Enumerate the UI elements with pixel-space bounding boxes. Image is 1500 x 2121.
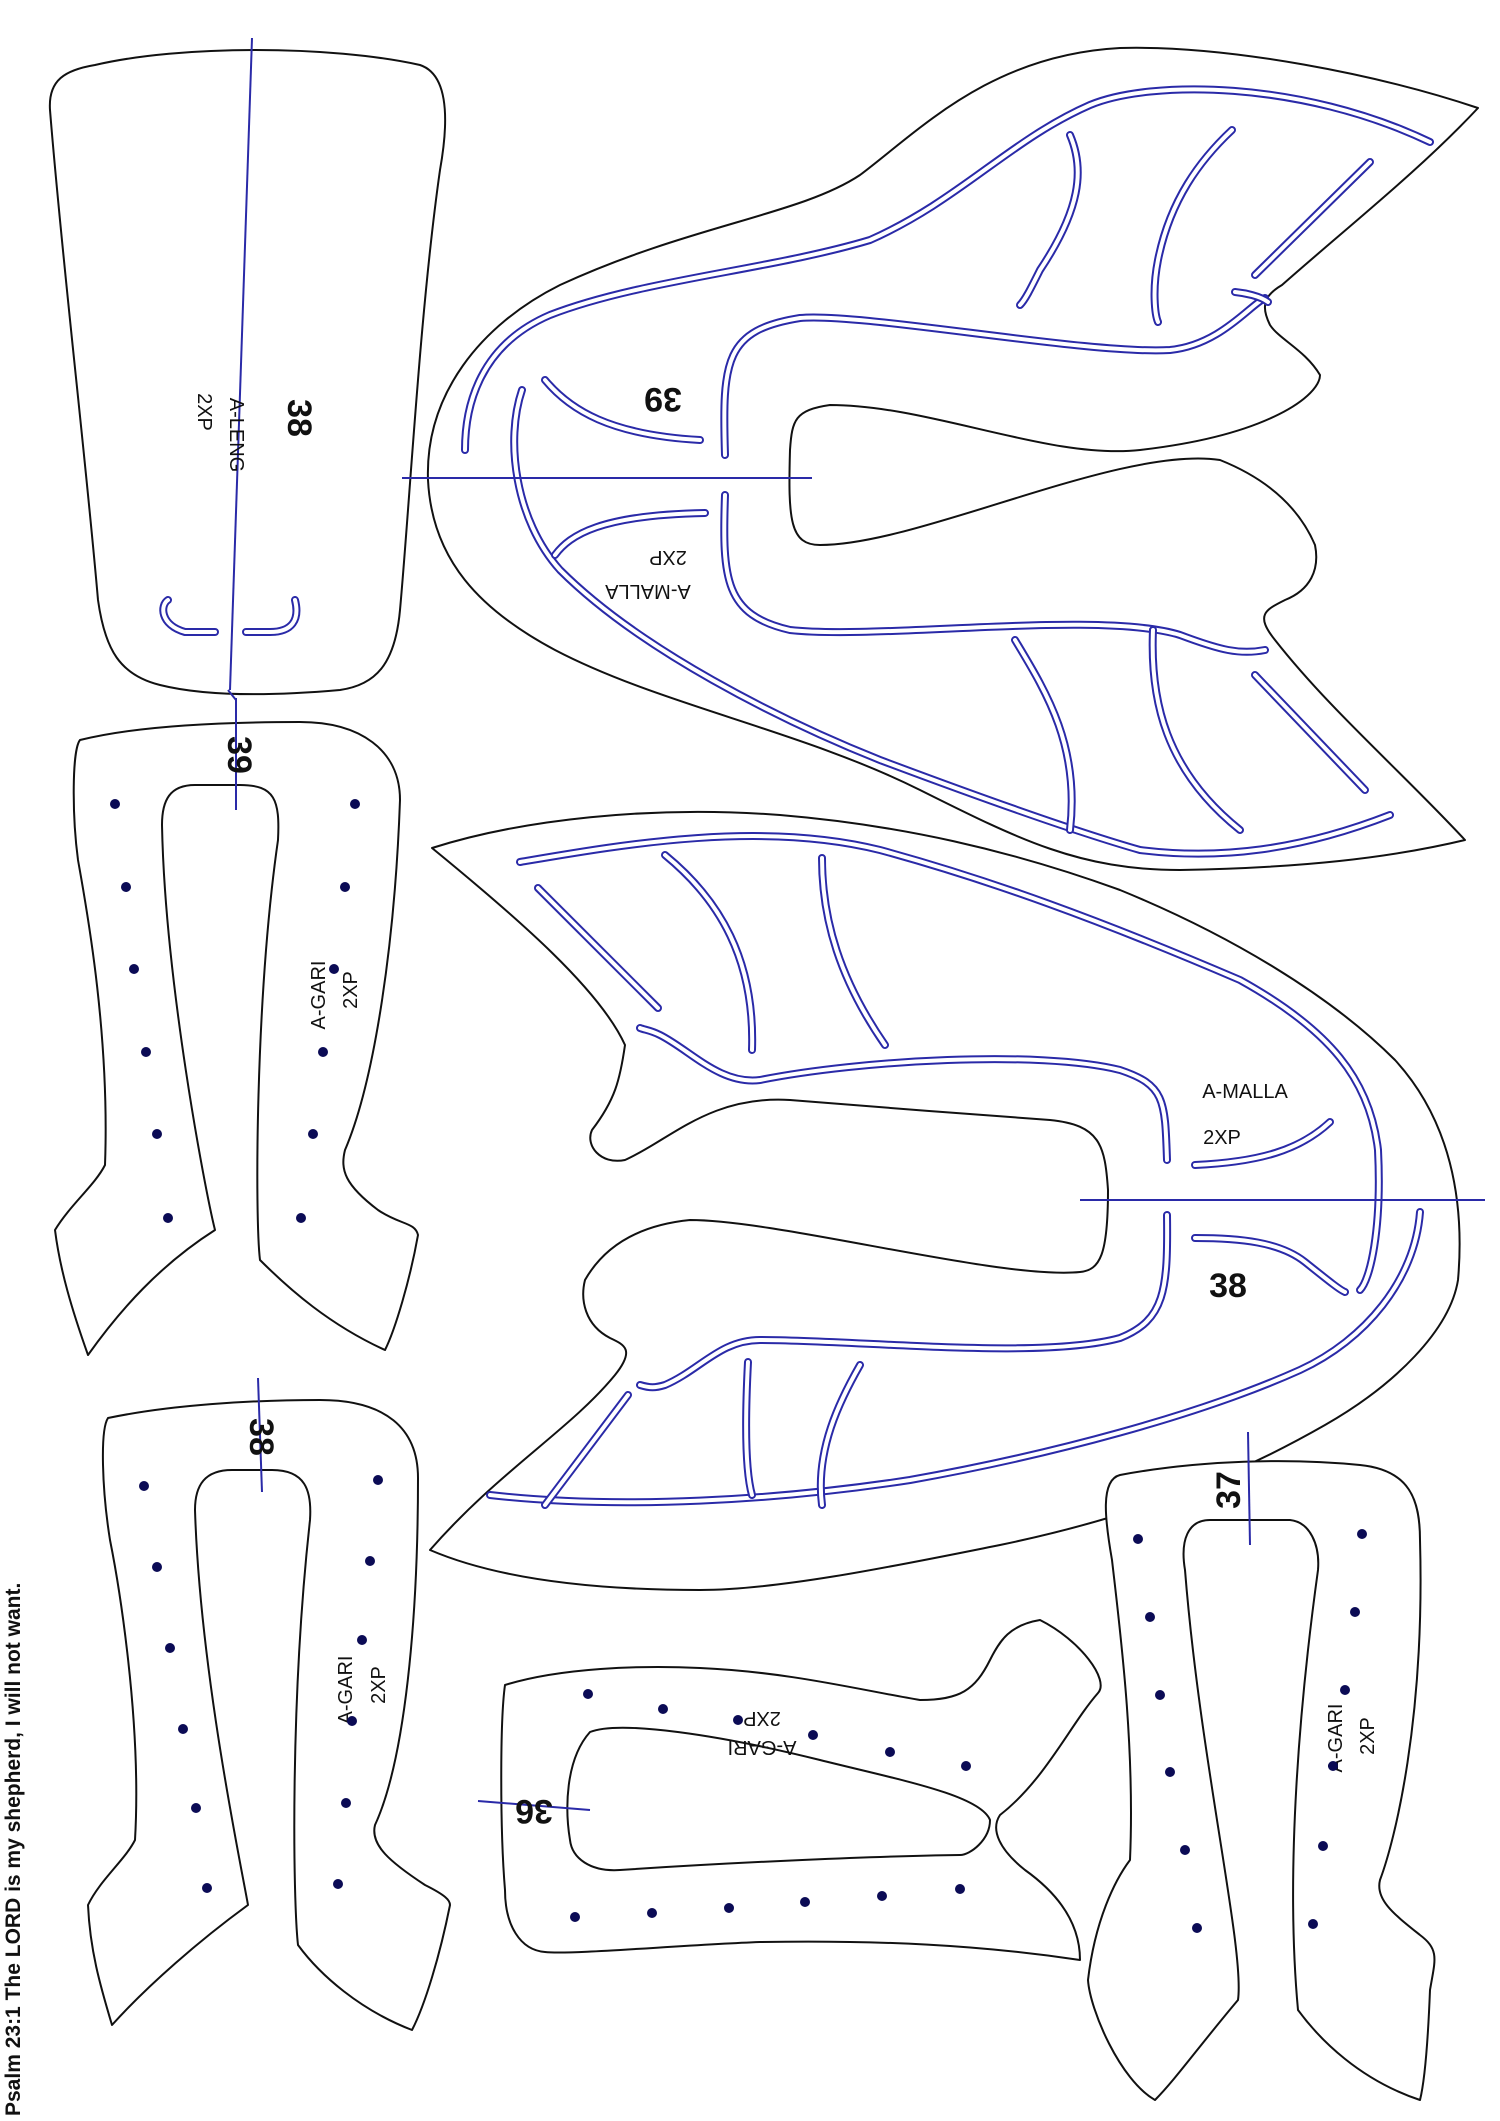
lacing-hole [1192,1923,1202,1933]
piece-number: 39 [644,380,682,418]
lacing-hole [110,799,120,809]
piece-qty: 2XP [368,1666,390,1704]
lacing-hole [191,1803,201,1813]
piece-upper-malla: 39 A-MALLA 2XP [402,46,1479,871]
lacing-hole [163,1213,173,1223]
lacing-hole [1340,1685,1350,1695]
lacing-hole [365,1556,375,1566]
lacing-hole [178,1724,188,1734]
piece-gari-38-outline [87,1399,451,2031]
piece-name: A-LENG [225,398,247,472]
piece-lower-malla-outline [429,810,1461,1591]
lacing-hole [141,1047,151,1057]
piece-gari-37-outline [1087,1460,1436,2101]
lacing-hole [658,1704,668,1714]
lacing-hole [1155,1690,1165,1700]
lacing-hole [808,1730,818,1740]
piece-qty: 2XP [743,1707,781,1729]
lacing-hole [152,1129,162,1139]
lacing-hole [152,1562,162,1572]
lacing-hole [347,1716,357,1726]
piece-name: A-GARI [308,961,330,1030]
piece-number: 36 [515,1792,553,1830]
piece-qty: 2XP [1203,1127,1241,1149]
lacing-hole [877,1891,887,1901]
lacing-hole [1145,1612,1155,1622]
lacing-hole [961,1761,971,1771]
piece-name: A-GARI [728,1736,797,1758]
lacing-hole [1133,1534,1143,1544]
piece-gari-37: 37 A-GARI 2XP [1087,1431,1436,2101]
lacing-hole [1318,1841,1328,1851]
lacing-hole [885,1747,895,1757]
piece-a-leng-outline [48,49,447,696]
piece-gari-36: 36 A-GARI 2XP [477,1619,1102,1961]
piece-name: A-MALLA [1202,1081,1288,1103]
lacing-hole [1357,1529,1367,1539]
lacing-hole [570,1912,580,1922]
grain-line [229,37,253,691]
lacing-hole [1180,1845,1190,1855]
piece-qty: 2XP [649,546,687,568]
piece-name: A-MALLA [605,580,691,602]
lacing-hole [340,882,350,892]
lacing-hole [329,964,339,974]
lacing-hole [800,1897,810,1907]
piece-qty: 2XP [193,393,215,431]
lacing-hole [202,1883,212,1893]
piece-gari-39: 39 A-GARI 2XP [54,698,419,1356]
lacing-hole [1328,1761,1338,1771]
lacing-hole [955,1884,965,1894]
lacing-hole [296,1213,306,1223]
lacing-hole [724,1903,734,1913]
piece-number: 39 [220,736,258,774]
lacing-hole [308,1129,318,1139]
piece-gari-36-window [566,1726,991,1872]
piece-number: 38 [242,1418,280,1456]
lacing-hole [1165,1767,1175,1777]
lacing-hole [318,1047,328,1057]
lacing-hole [583,1689,593,1699]
piece-qty: 2XP [340,971,362,1009]
piece-a-leng: 38 A-LENG 2XP [48,37,447,701]
lacing-hole [357,1635,367,1645]
piece-number: 38 [1209,1267,1247,1305]
lacing-hole [333,1879,343,1889]
piece-name: A-GARI [335,1656,357,1725]
piece-number: 37 [1210,1471,1248,1509]
lacing-hole [373,1475,383,1485]
lacing-hole [165,1643,175,1653]
lacing-hole [341,1798,351,1808]
lacing-hole [1308,1919,1318,1929]
piece-name: A-GARI [1325,1704,1347,1773]
lacing-hole [647,1908,657,1918]
piece-gari-38: 38 A-GARI 2XP [87,1377,451,2031]
bible-verse-caption: Psalm 23:1 The LORD is my shepherd, I wi… [2,1583,25,2116]
lacing-hole [121,882,131,892]
lacing-hole [733,1715,743,1725]
lacing-hole [139,1481,149,1491]
piece-qty: 2XP [1357,1717,1379,1755]
lacing-hole [350,799,360,809]
piece-lower-malla: 38 A-MALLA 2XP [429,810,1485,1591]
piece-number: 38 [280,399,318,437]
lacing-hole [1350,1607,1360,1617]
piece-gari-39-outline [54,721,419,1356]
lacing-hole [129,964,139,974]
